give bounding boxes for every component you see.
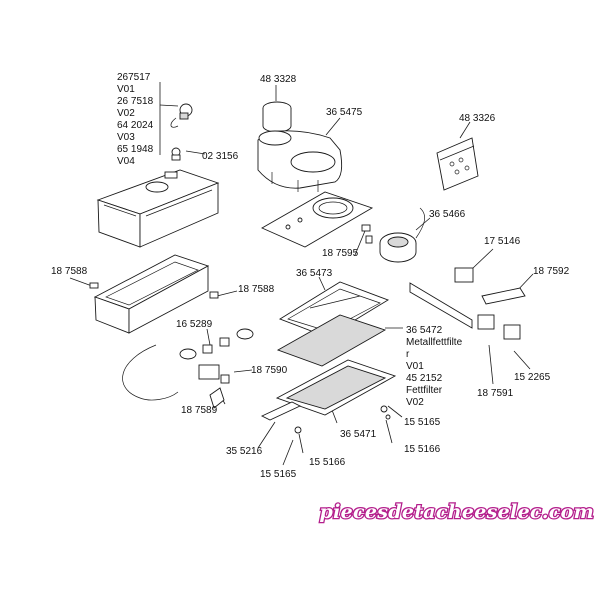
label-267518: 26 7518 <box>117 96 154 107</box>
label-152265: 15 2265 <box>514 372 551 383</box>
label-155165-b: 15 5165 <box>260 469 297 480</box>
label-267517: 267517 <box>117 72 151 83</box>
grease-filter <box>276 314 387 367</box>
filter-bag <box>436 137 479 191</box>
part-labels: 267517 V01 26 7518 V02 64 2024 V03 65 19… <box>51 72 570 480</box>
label-187588-b: 18 7588 <box>238 284 275 295</box>
fan-motor <box>361 207 425 263</box>
label-175146: 17 5146 <box>484 236 521 247</box>
label-187592: 18 7592 <box>533 266 570 277</box>
label-v01-a: V01 <box>117 84 135 95</box>
watermark-logo: piecesdetacheeselec.com <box>320 501 595 523</box>
label-187588-a: 18 7588 <box>51 266 88 277</box>
lower-frame <box>89 254 219 334</box>
control-panel <box>409 267 526 340</box>
label-fettfilter: Fettfilter <box>406 385 443 396</box>
label-v02-a: V02 <box>117 108 135 119</box>
label-483328: 48 3328 <box>260 74 297 85</box>
switch-assembly <box>170 103 193 161</box>
label-155165-a: 15 5165 <box>404 417 441 428</box>
upper-housing <box>96 169 220 248</box>
label-365472: 36 5472 <box>406 325 443 336</box>
label-483326: 48 3326 <box>459 113 496 124</box>
mounting-plate <box>261 191 374 248</box>
label-165289: 16 5289 <box>176 319 213 330</box>
label-187590: 18 7590 <box>251 365 288 376</box>
label-642024: 64 2024 <box>117 120 154 131</box>
label-187595: 18 7595 <box>322 248 359 259</box>
label-155166-b: 15 5166 <box>309 457 346 468</box>
label-365475: 36 5475 <box>326 107 363 118</box>
label-155166-a: 15 5166 <box>404 444 441 455</box>
label-v01-b: V01 <box>406 361 424 372</box>
lamps <box>122 328 254 409</box>
label-023156: 02 3156 <box>202 151 239 162</box>
label-r: r <box>406 349 410 360</box>
label-452152: 45 2152 <box>406 373 443 384</box>
label-355216: 35 5216 <box>226 446 263 457</box>
label-187589: 18 7589 <box>181 405 218 416</box>
label-metallfettfilter: Metallfettfilte <box>406 337 463 348</box>
label-187591: 18 7591 <box>477 388 514 399</box>
leader-lines <box>69 82 534 466</box>
label-v02-b: V02 <box>406 397 424 408</box>
filter-tray <box>260 359 397 434</box>
label-365473: 36 5473 <box>296 268 333 279</box>
blower-housing <box>257 101 343 192</box>
label-v03: V03 <box>117 132 135 143</box>
label-v04: V04 <box>117 156 135 167</box>
label-651948: 65 1948 <box>117 144 154 155</box>
label-365471: 36 5471 <box>340 429 377 440</box>
label-365466: 36 5466 <box>429 209 466 220</box>
